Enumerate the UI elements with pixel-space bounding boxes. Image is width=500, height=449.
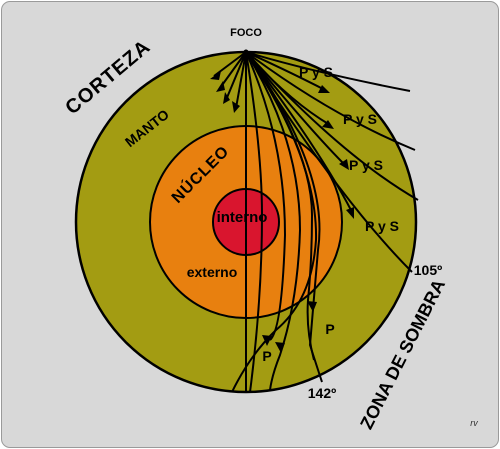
arrowhead [339, 159, 349, 170]
p-ray [245, 51, 264, 393]
arrowhead [262, 335, 272, 346]
wave-label-pys: P y S [349, 157, 383, 173]
wave-label-pys: P y S [299, 64, 333, 80]
outer-core-label: externo [187, 264, 238, 280]
reflected-ray [235, 51, 247, 109]
pys-ray [245, 51, 419, 201]
p-arrowheads [262, 301, 317, 353]
angle-142-label: 142º [308, 385, 336, 401]
reflected-ray [219, 51, 247, 89]
arrowhead [210, 71, 221, 80]
wave-label-pys: P y S [343, 111, 377, 127]
pys-ray [245, 51, 411, 92]
reflected-ray [213, 51, 247, 77]
wave-label-p: P [262, 348, 271, 364]
reflected-rays [213, 51, 247, 109]
p-ray [245, 51, 315, 361]
arrowhead [346, 207, 354, 219]
arrowhead [318, 85, 330, 93]
arrowhead [232, 101, 240, 113]
arrowhead [216, 81, 225, 92]
focus-point [243, 49, 249, 55]
pys-ray [245, 51, 326, 91]
arrowhead [307, 301, 317, 312]
inner-core-label: interno [217, 209, 268, 226]
pys-ray [245, 51, 346, 166]
wave-label-p: P [325, 321, 334, 337]
pys-arrowheads [318, 85, 354, 219]
credit-label: rv [470, 418, 478, 428]
pys-ray [245, 51, 353, 213]
p-ray [245, 51, 302, 391]
pys-ray [245, 51, 416, 151]
angle-105-label: 105º [414, 262, 442, 278]
reflected-ray [225, 51, 247, 101]
focus-label: FOCO [230, 27, 262, 39]
p-ray [245, 51, 287, 341]
arrowhead [322, 120, 334, 129]
arrowhead [275, 342, 285, 353]
p-rays [231, 51, 323, 393]
reflected-arrowheads [210, 71, 240, 113]
wave-label-pys: P y S [365, 218, 399, 234]
arrowhead [223, 92, 230, 104]
